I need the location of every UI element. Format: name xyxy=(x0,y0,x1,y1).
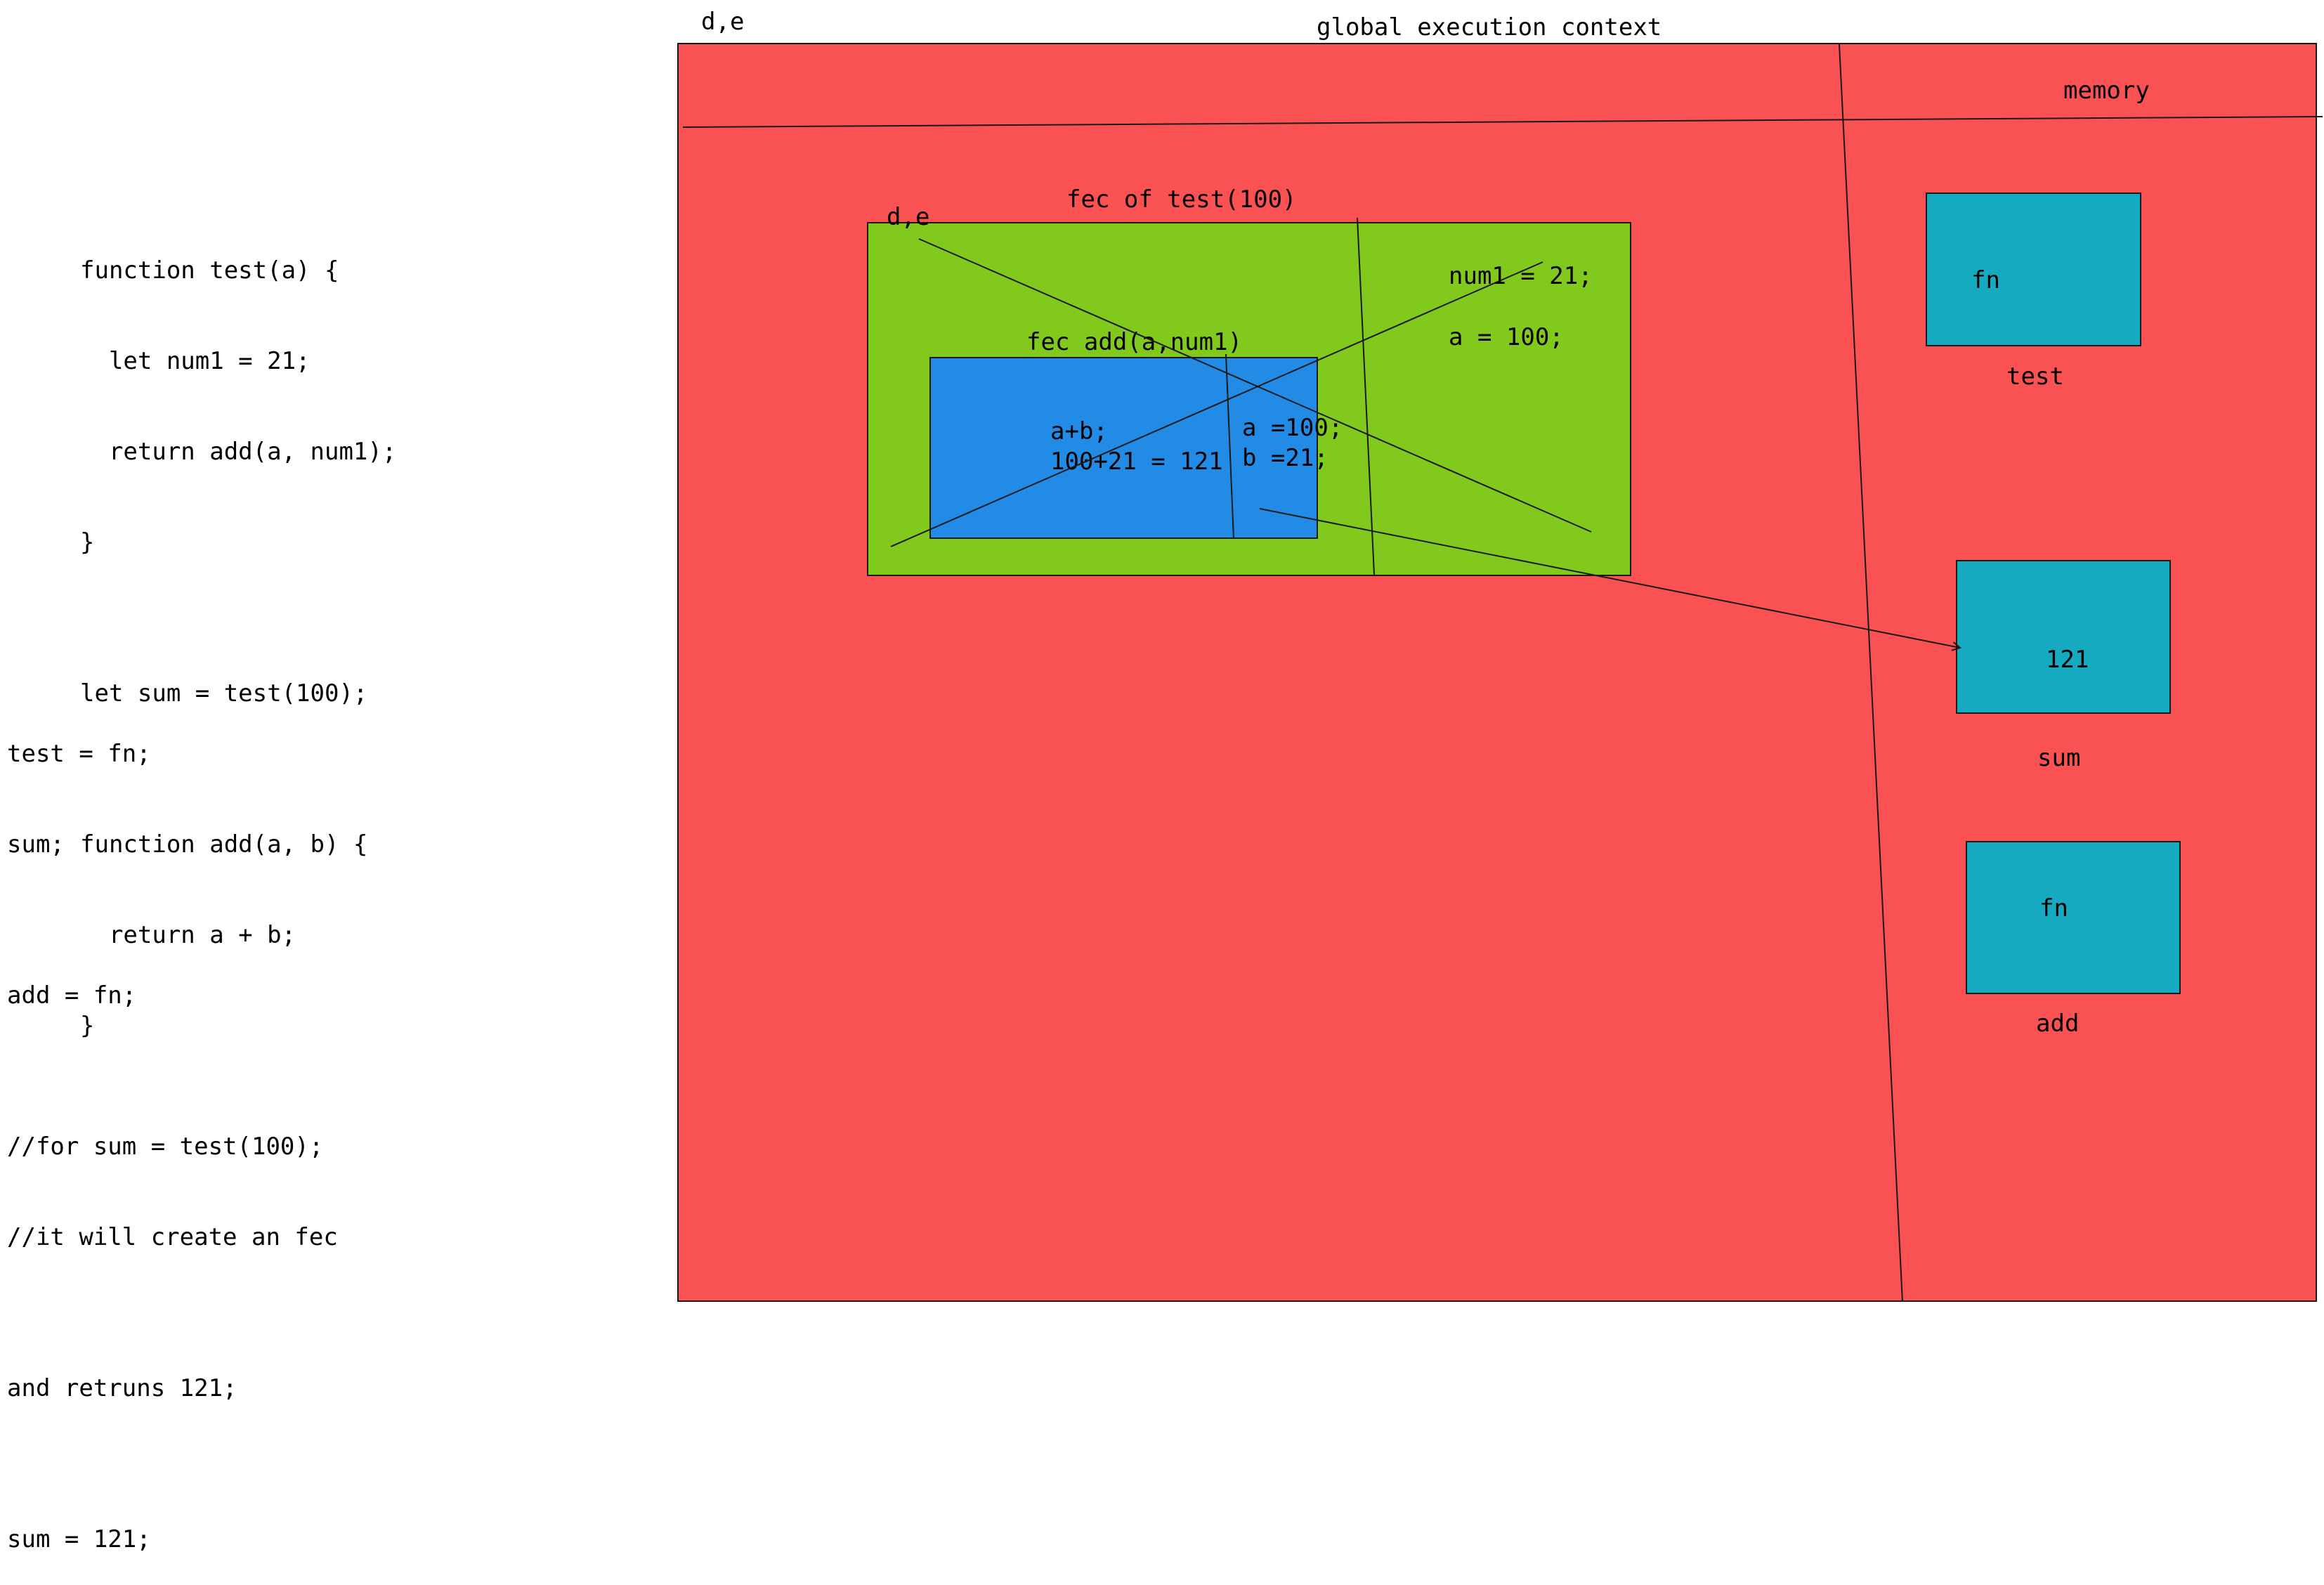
memory-box-test xyxy=(1926,193,2141,346)
note-line: test = fn; xyxy=(7,740,151,768)
note-line: and retruns 121; xyxy=(7,1374,237,1402)
note-line: add = fn; xyxy=(7,981,137,1010)
memory-value-sum: 121 xyxy=(2046,646,2089,674)
note-line: sum; xyxy=(7,830,65,859)
fec-add-memory-b: b =21; xyxy=(1242,444,1329,472)
code-snippet: function test(a) { let num1 = 21; return… xyxy=(80,195,396,1071)
fec-add-code-expr: a+b; xyxy=(1050,417,1108,445)
memory-name-sum: sum xyxy=(2037,744,2081,772)
fec-test-memory-a: a = 100; xyxy=(1449,323,1564,351)
memory-value-test: fn xyxy=(1971,266,2000,294)
code-line: return a + b; xyxy=(80,921,296,949)
memory-label: memory xyxy=(2063,77,2150,105)
fec-test-title: fec of test(100) xyxy=(1066,185,1297,214)
memory-box-sum xyxy=(1956,560,2171,714)
code-line: function add(a, b) { xyxy=(80,830,368,859)
fec-test-corner-label: d,e xyxy=(887,203,930,231)
gec-title: global execution context xyxy=(1317,13,1662,41)
fec-add-code-result: 100+21 = 121 xyxy=(1050,448,1223,476)
note-line: //it will create an fec xyxy=(7,1223,338,1251)
memory-value-add: fn xyxy=(2039,894,2068,922)
code-line: let sum = test(100); xyxy=(80,679,368,707)
fec-add-memory-a: a =100; xyxy=(1242,414,1343,442)
memory-name-test: test xyxy=(2006,363,2064,391)
code-line: function test(a) { xyxy=(80,256,339,285)
code-line: return add(a, num1); xyxy=(80,438,397,466)
memory-box-add xyxy=(1966,841,2181,994)
code-line: } xyxy=(80,528,95,556)
fec-test-memory-num1: num1 = 21; xyxy=(1449,262,1593,290)
fec-add-title: fec add(a,num1) xyxy=(1026,328,1243,356)
note-line: //for sum = test(100); xyxy=(7,1133,324,1161)
code-line: } xyxy=(80,1012,95,1040)
notes: test = fn; sum; add = fn; //for sum = te… xyxy=(7,679,338,1585)
note-line: sum = 121; xyxy=(7,1525,151,1553)
memory-name-add: add xyxy=(2036,1010,2080,1038)
gec-corner-label: d,e xyxy=(701,8,745,36)
code-line: let num1 = 21; xyxy=(80,347,311,375)
